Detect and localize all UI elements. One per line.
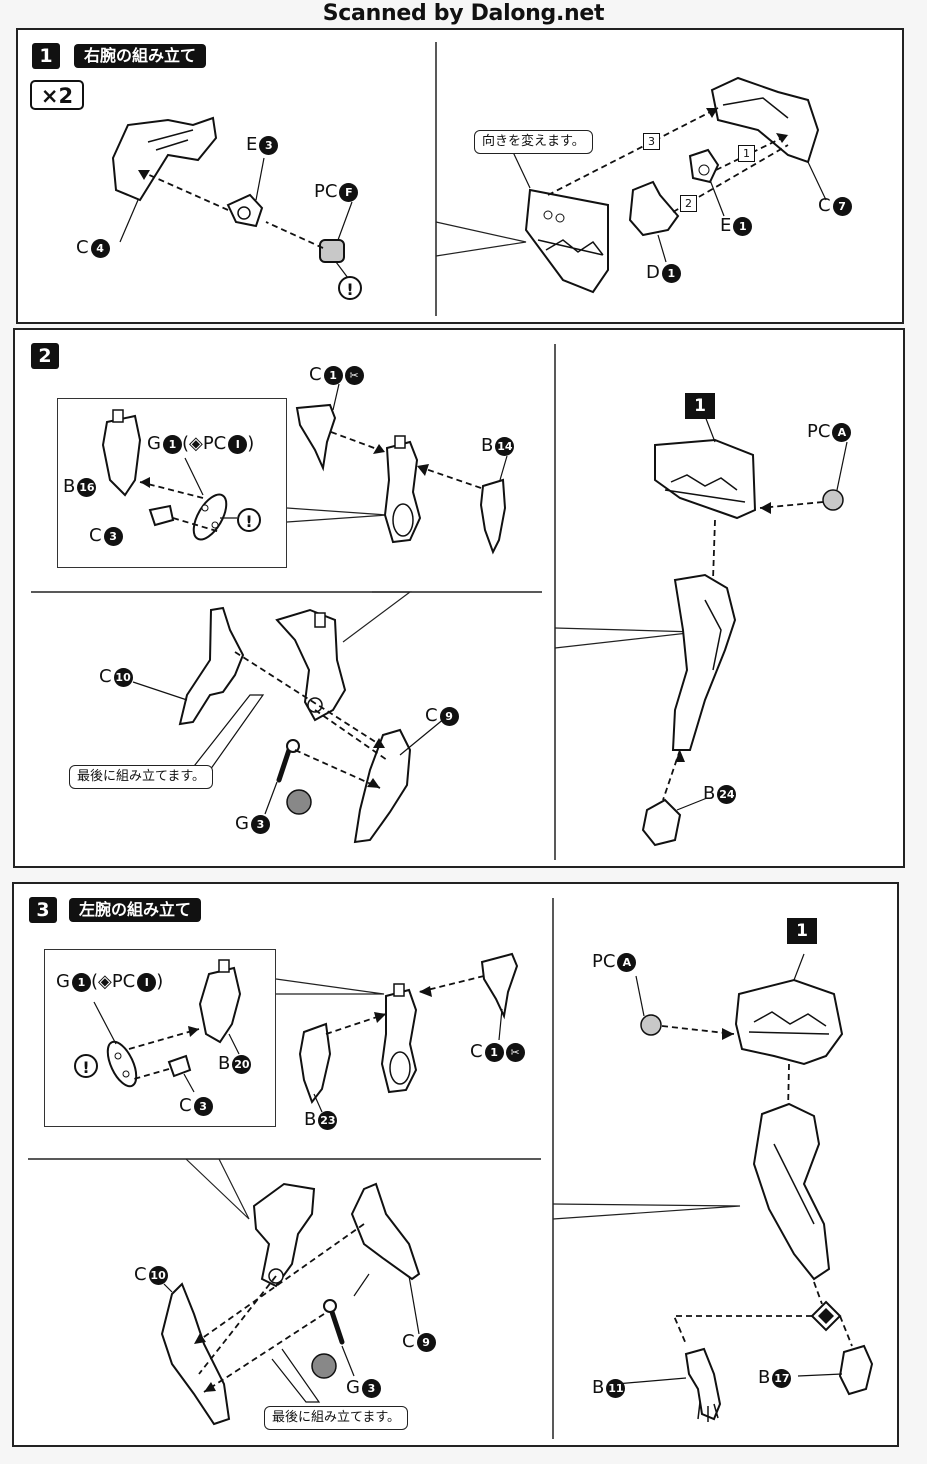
step-title: 右腕の組み立て bbox=[74, 44, 207, 68]
reference-step-1: 1 bbox=[787, 918, 817, 944]
subassembly-inset bbox=[57, 398, 287, 568]
part-c4-shape bbox=[111, 116, 218, 202]
cut-icon: ✂ bbox=[505, 1042, 525, 1062]
step-3-panel: 3 左腕の組み立て bbox=[12, 882, 899, 1447]
step-1-panel: 1 右腕の組み立て ×2 bbox=[16, 28, 904, 324]
sequence-2: 2 bbox=[680, 192, 697, 212]
scan-header: Scanned by Dalong.net bbox=[322, 1, 605, 26]
quantity-badge: ×2 bbox=[30, 80, 84, 110]
step-2-drawing bbox=[31, 344, 848, 860]
sequence-3: 3 bbox=[643, 130, 660, 150]
note-assemble-last: 最後に組み立てます。 bbox=[69, 765, 214, 789]
step-3-drawing bbox=[28, 898, 874, 1439]
step-2-panel: 2 bbox=[13, 328, 905, 868]
reference-step-1: 1 bbox=[685, 393, 715, 419]
subassembly-inset bbox=[44, 949, 276, 1127]
warning-icon: ! bbox=[237, 508, 261, 532]
step-number: 2 bbox=[31, 343, 59, 369]
note-assemble-last: 最後に組み立てます。 bbox=[264, 1406, 409, 1430]
step-number: 1 bbox=[32, 43, 60, 69]
sequence-1: 1 bbox=[738, 142, 755, 162]
panel-divider bbox=[111, 42, 827, 316]
polycap-icon bbox=[319, 239, 345, 263]
warning-icon: ! bbox=[338, 276, 362, 300]
step-number: 3 bbox=[29, 897, 57, 923]
warning-icon: ! bbox=[74, 1054, 98, 1078]
step-title: 左腕の組み立て bbox=[69, 898, 202, 922]
cut-icon: ✂ bbox=[344, 365, 364, 385]
note-flip: 向きを変えます。 bbox=[474, 130, 593, 154]
